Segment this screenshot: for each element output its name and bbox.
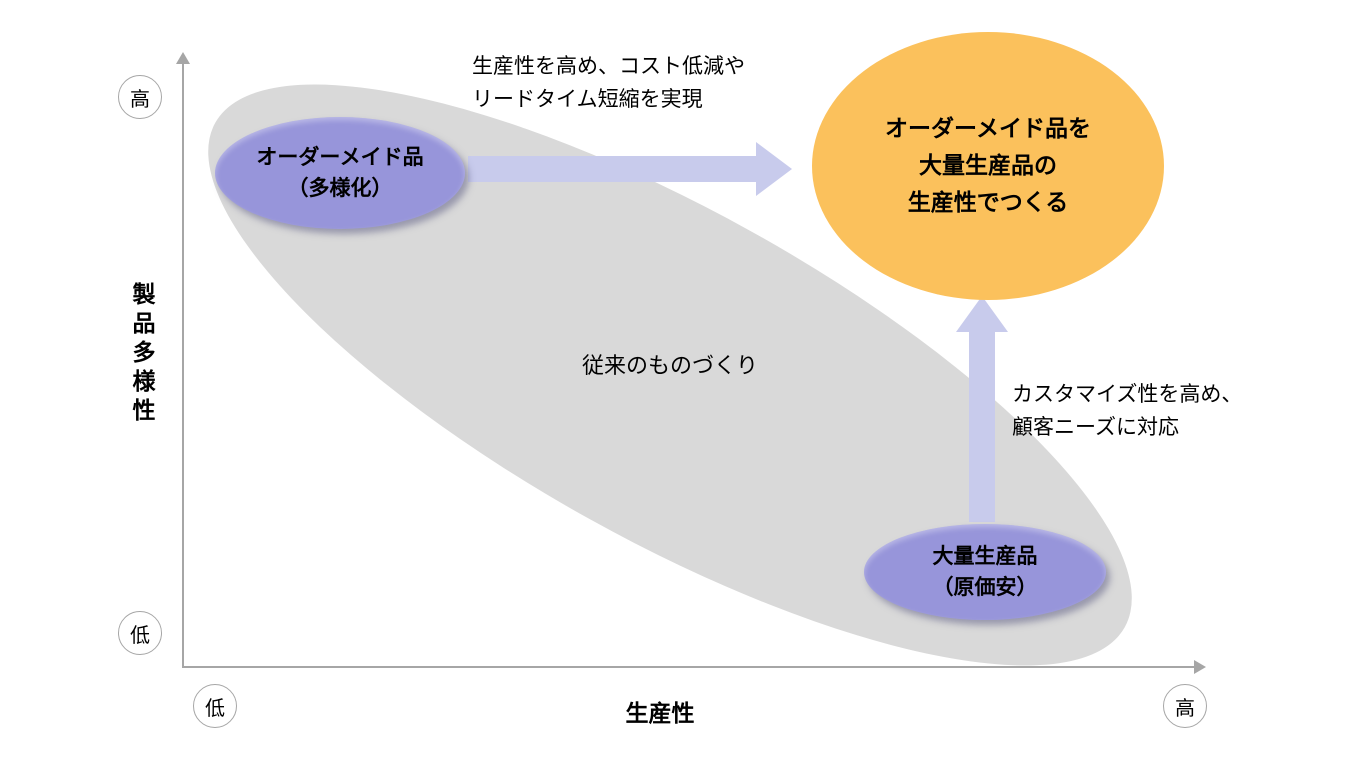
node-custom-made: オーダーメイド品 （多様化）	[215, 117, 465, 229]
node-mass-produced: 大量生産品 （原価安）	[864, 524, 1106, 620]
node-custom-made-line1: オーダーメイド品	[256, 145, 424, 169]
node-goal: オーダーメイド品を 大量生産品の 生産性でつくる	[812, 32, 1164, 300]
customization-annotation-line1: カスタマイズ性を高め、	[1012, 382, 1243, 406]
y-axis-high-label: 高	[130, 86, 150, 111]
y-axis-line	[182, 64, 184, 668]
customization-arrow-head-icon	[956, 296, 1008, 332]
y-axis-low-badge: 低	[118, 611, 162, 655]
productivity-annotation: 生産性を高め、コスト低減や リードタイム短縮を実現	[472, 50, 745, 116]
productivity-arrow-head-icon	[756, 142, 792, 196]
x-axis-line	[182, 666, 1196, 668]
y-axis-arrow-icon	[176, 52, 190, 64]
x-axis-arrow-icon	[1194, 660, 1206, 674]
x-axis-high-badge: 高	[1163, 684, 1207, 728]
y-axis-low-label: 低	[130, 622, 150, 647]
productivity-arrow	[468, 156, 756, 182]
customization-arrow	[969, 330, 995, 522]
x-axis-low-label: 低	[205, 695, 225, 720]
node-mass-produced-line2: （原価安）	[932, 575, 1038, 599]
node-goal-line3: 生産性でつくる	[907, 189, 1069, 216]
x-axis-low-badge: 低	[193, 684, 237, 728]
y-axis-high-badge: 高	[118, 75, 162, 119]
node-goal-line2: 大量生産品の	[919, 152, 1057, 179]
node-custom-made-line2: （多様化）	[287, 176, 393, 200]
y-axis-title: 製品多様性	[128, 282, 154, 427]
x-axis-title: 生産性	[625, 701, 695, 727]
customization-annotation-line2: 顧客ニーズに対応	[1012, 415, 1179, 439]
node-goal-line1: オーダーメイド品を	[884, 115, 1092, 142]
productivity-annotation-line1: 生産性を高め、コスト低減や	[472, 54, 745, 78]
node-mass-produced-line1: 大量生産品	[932, 544, 1038, 568]
customization-annotation: カスタマイズ性を高め、 顧客ニーズに対応	[1012, 378, 1242, 444]
productivity-annotation-line2: リードタイム短縮を実現	[472, 87, 703, 111]
x-axis-high-label: 高	[1175, 695, 1195, 720]
traditional-area-label: 従来のものづくり	[581, 354, 758, 379]
